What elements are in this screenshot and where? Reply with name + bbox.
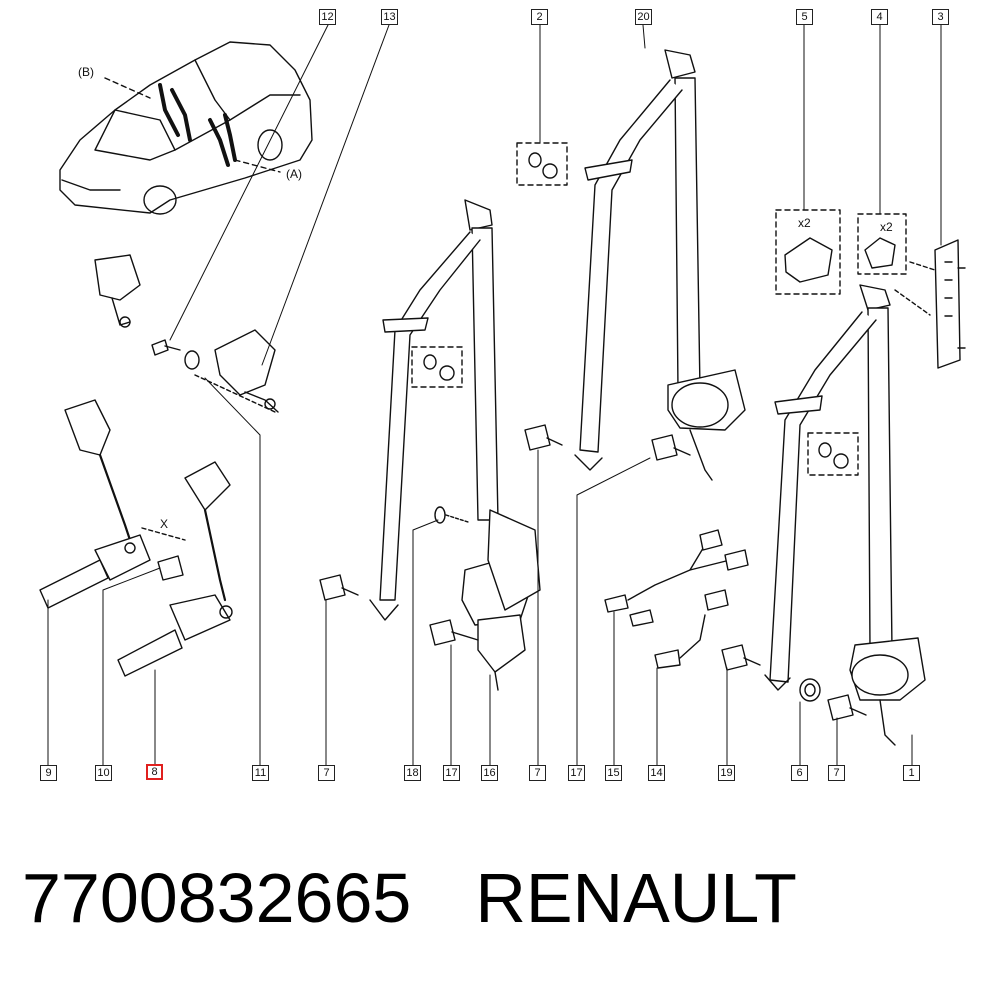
ring-6 xyxy=(799,678,821,702)
part-label-10[interactable]: 10 xyxy=(95,765,112,781)
part-label-17[interactable]: 17 xyxy=(568,765,585,781)
bolt-17a xyxy=(429,619,479,646)
washer-11 xyxy=(184,350,200,370)
guide-4 xyxy=(857,213,907,275)
car-illustration xyxy=(59,41,313,215)
bolt-7b xyxy=(524,424,563,451)
part-label-8-highlighted[interactable]: 8 xyxy=(146,764,163,780)
brand-name: RENAULT xyxy=(475,859,797,937)
part-label-18[interactable]: 18 xyxy=(404,765,421,781)
footer-caption: 7700832665 RENAULT xyxy=(22,858,797,948)
part-label-7[interactable]: 7 xyxy=(529,765,546,781)
callout-x-marker: X xyxy=(160,517,169,531)
bolt-18 xyxy=(434,506,469,524)
washer-group-2 xyxy=(516,142,568,186)
part-label-12[interactable]: 12 xyxy=(319,9,336,25)
part-label-5[interactable]: 5 xyxy=(796,9,813,25)
harness-14 xyxy=(654,589,729,669)
part-label-6[interactable]: 6 xyxy=(791,765,808,781)
pretensioner-9 xyxy=(39,399,151,609)
part-label-15[interactable]: 15 xyxy=(605,765,622,781)
part-label-13[interactable]: 13 xyxy=(381,9,398,25)
callout-x2-left: x2 xyxy=(798,216,811,230)
washer-group-a xyxy=(411,346,463,388)
callout-x2-right: x2 xyxy=(880,220,893,234)
bolt-17b xyxy=(651,434,691,461)
belt-assembly-16 xyxy=(369,199,541,691)
parts-diagram: (B) (A) x2 x2 X 12 13 2 20 5 4 3 9 10 8 … xyxy=(39,9,966,781)
part-label-11[interactable]: 11 xyxy=(252,765,269,781)
part-label-7[interactable]: 7 xyxy=(318,765,335,781)
bolt-7a xyxy=(319,574,359,601)
part-label-1[interactable]: 1 xyxy=(903,765,920,781)
part-label-3[interactable]: 3 xyxy=(932,9,949,25)
part-label-16[interactable]: 16 xyxy=(481,765,498,781)
part-label-7[interactable]: 7 xyxy=(828,765,845,781)
bolt-12 xyxy=(151,339,181,356)
guide-5 xyxy=(775,209,841,295)
pretensioner-8 xyxy=(117,461,233,677)
leader-lines xyxy=(47,24,942,766)
callout-b: (B) xyxy=(78,65,94,79)
part-label-14[interactable]: 14 xyxy=(648,765,665,781)
harness-15 xyxy=(604,529,749,627)
part-label-17[interactable]: 17 xyxy=(443,765,460,781)
part-label-4[interactable]: 4 xyxy=(871,9,888,25)
rail-3 xyxy=(894,239,966,369)
bolt-19 xyxy=(721,644,761,671)
bolt-10 xyxy=(141,527,186,581)
belt-assembly-20 xyxy=(574,49,746,481)
diagram-drawing xyxy=(39,24,966,766)
bolt-7c xyxy=(827,694,867,721)
washer-group-b xyxy=(807,432,859,476)
belt-assembly-1 xyxy=(764,284,926,746)
buckle-small xyxy=(94,254,141,328)
part-number: 7700832665 xyxy=(22,859,412,937)
buckle-13 xyxy=(194,329,279,413)
part-label-20[interactable]: 20 xyxy=(635,9,652,25)
part-label-9[interactable]: 9 xyxy=(40,765,57,781)
callout-a: (A) xyxy=(286,167,302,181)
part-label-2[interactable]: 2 xyxy=(531,9,548,25)
part-label-19[interactable]: 19 xyxy=(718,765,735,781)
